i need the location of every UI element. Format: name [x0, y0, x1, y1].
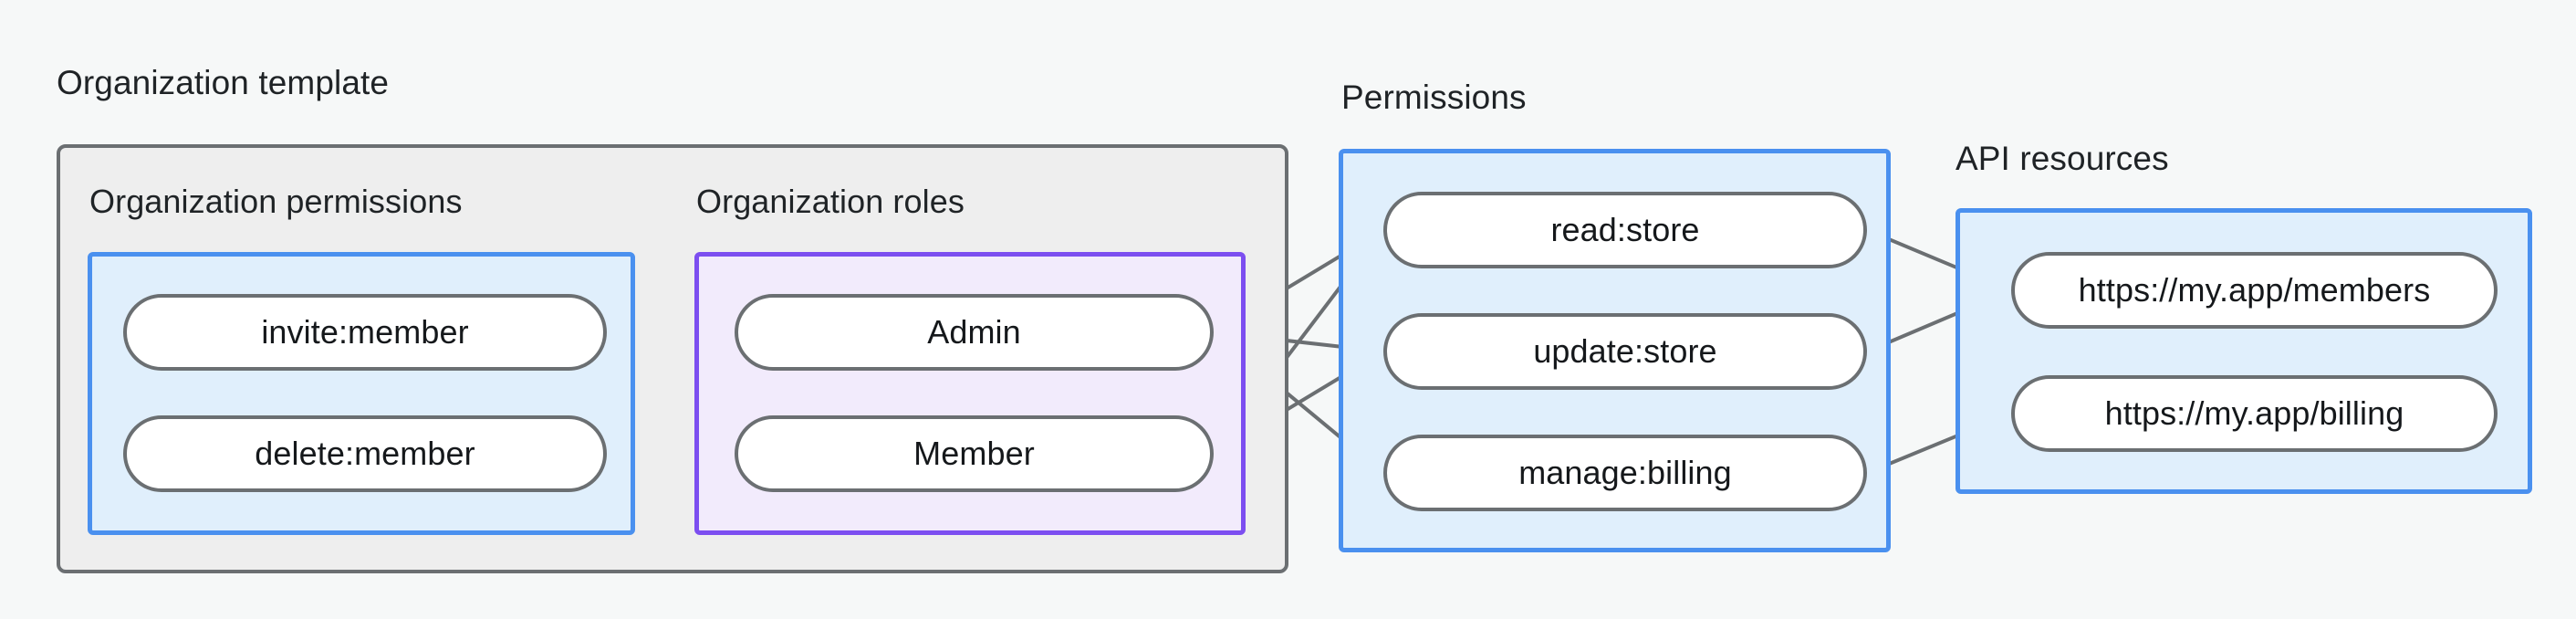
node-update-store-label: update:store — [1533, 332, 1717, 370]
node-members-url-label: https://my.app/members — [2078, 271, 2431, 309]
node-member-label: Member — [913, 435, 1035, 472]
node-admin[interactable]: Admin — [735, 294, 1214, 371]
group-title-organization-template: Organization template — [57, 64, 390, 101]
node-billing-url-label: https://my.app/billing — [2104, 394, 2404, 432]
node-invite-member-label: invite:member — [261, 313, 469, 351]
node-member[interactable]: Member — [735, 415, 1214, 492]
node-delete-member-label: delete:member — [255, 435, 475, 472]
node-invite-member[interactable]: invite:member — [123, 294, 607, 371]
group-title-permissions: Permissions — [1341, 79, 1527, 116]
group-title-api-resources: API resources — [1955, 140, 2169, 177]
group-title-organization-permissions: Organization permissions — [89, 183, 463, 220]
node-billing-url[interactable]: https://my.app/billing — [2011, 375, 2498, 452]
node-members-url[interactable]: https://my.app/members — [2011, 252, 2498, 329]
group-title-organization-roles: Organization roles — [696, 183, 965, 220]
node-read-store-label: read:store — [1550, 211, 1700, 248]
node-admin-label: Admin — [927, 313, 1021, 351]
node-read-store[interactable]: read:store — [1383, 192, 1867, 268]
node-manage-billing[interactable]: manage:billing — [1383, 435, 1867, 511]
node-manage-billing-label: manage:billing — [1518, 454, 1732, 491]
node-update-store[interactable]: update:store — [1383, 313, 1867, 390]
node-delete-member[interactable]: delete:member — [123, 415, 607, 492]
